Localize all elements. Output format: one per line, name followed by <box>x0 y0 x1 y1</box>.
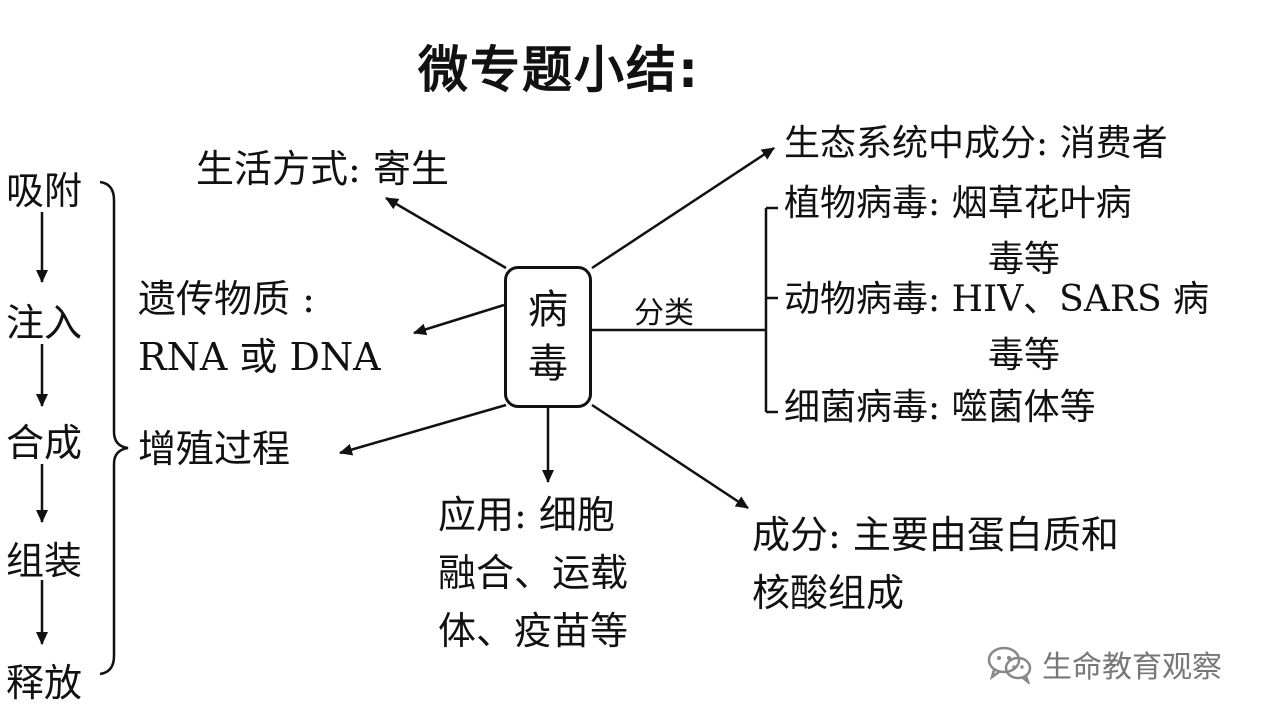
center-line1: 病 <box>528 287 568 333</box>
composition-label: 成分: 主要由蛋白质和 核酸组成 <box>752 506 1119 622</box>
plant-virus-line1: 植物病毒: 烟草花叶病 <box>784 183 1132 224</box>
stage-assembly: 组装 <box>6 539 83 583</box>
genetic-line2: RNA 或 DNA <box>138 335 381 379</box>
arrow-ecosystem <box>591 146 775 270</box>
application-line3: 体、疫苗等 <box>438 609 629 653</box>
watermark-text: 生命教育观察 <box>1042 650 1222 685</box>
animal-virus-line2: 毒等 <box>988 335 1061 376</box>
page-title: 微专题小结: <box>418 41 700 99</box>
wechat-icon <box>987 646 1032 684</box>
stage-adsorb: 吸附 <box>6 169 83 213</box>
reproduction-label: 增殖过程 <box>138 427 291 471</box>
application-label: 应用: 细胞 融合、运载 体、疫苗等 <box>438 486 628 660</box>
arrow-genetic <box>413 303 505 336</box>
lifestyle-label: 生活方式: 寄生 <box>196 147 449 191</box>
animal-virus-line1: 动物病毒: HIV、SARS 病 <box>784 279 1210 320</box>
animal-virus-label: 动物病毒: HIV、SARS 病 毒等 <box>784 272 1209 384</box>
stage-inject: 注入 <box>6 301 83 345</box>
plant-virus-label: 植物病毒: 烟草花叶病 毒等 <box>784 176 1132 288</box>
application-line2: 融合、运载 <box>438 551 629 595</box>
ecosystem-label: 生态系统中成分: 消费者 <box>784 123 1168 164</box>
curly-brace <box>99 180 129 676</box>
center-virus-node: 病 毒 <box>504 266 592 408</box>
plant-virus-line2: 毒等 <box>988 239 1061 280</box>
composition-line1: 成分: 主要由蛋白质和 <box>752 513 1119 557</box>
stage-release: 释放 <box>6 661 83 705</box>
classify-label: 分类 <box>634 296 694 331</box>
stage-synthesis: 合成 <box>6 421 83 465</box>
genetic-line1: 遗传物质 : <box>138 277 315 321</box>
bacterial-virus-label: 细菌病毒: 噬菌体等 <box>784 387 1096 428</box>
center-line2: 毒 <box>528 341 568 387</box>
genetic-material-label: 遗传物质 : RNA 或 DNA <box>138 270 381 386</box>
application-line1: 应用: 细胞 <box>438 493 615 537</box>
watermark: 生命教育观察 <box>986 640 1222 688</box>
arrow-composition <box>591 403 749 510</box>
composition-line2: 核酸组成 <box>752 571 905 615</box>
arrow-reproduction <box>339 403 507 456</box>
arrow-lifestyle <box>385 196 507 270</box>
